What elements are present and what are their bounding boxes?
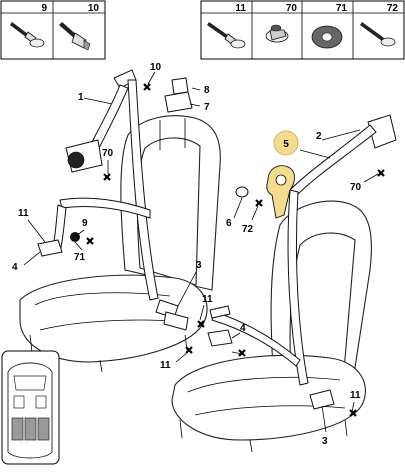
vehicle-seat-legend: [1, 350, 60, 465]
callout-3-right: 3: [322, 436, 328, 447]
fastener-markers: [86, 83, 385, 417]
fastener-label-70: 70: [286, 3, 298, 14]
callout-11-right: 11: [350, 390, 361, 401]
fastener-box-right: 11 70 71 72: [200, 0, 405, 60]
callout-11-left: 11: [18, 208, 29, 219]
callout-70-left: 70: [102, 148, 114, 159]
callout-2: 2: [316, 131, 322, 142]
callout-4-right: 4: [240, 323, 246, 334]
callout-7: 7: [204, 102, 210, 113]
left-belt-assembly: [37, 69, 189, 331]
callout-72: 72: [242, 224, 254, 235]
callout-11-lower: 11: [160, 360, 171, 371]
highlighted-part-5: [266, 165, 295, 219]
callout-11-mid: 11: [202, 294, 213, 305]
flanged-nut-icon: [265, 24, 289, 43]
right-belt-assembly: [207, 114, 397, 410]
bolt-icon: [10, 22, 45, 48]
fastener-label-9: 9: [41, 3, 47, 14]
cover-part-7: [164, 91, 193, 113]
callout-10: 10: [150, 62, 162, 73]
callout-71: 71: [74, 252, 86, 263]
callout-5-badge: 5: [273, 130, 299, 156]
fastener-label-10: 10: [88, 3, 100, 14]
leader-lines: [23, 71, 379, 433]
callout-6: 6: [226, 218, 232, 229]
fastener-label-72: 72: [387, 3, 399, 14]
fastener-box-left: 9 10: [0, 0, 106, 60]
cap-part-8: [171, 77, 189, 95]
callout-8: 8: [204, 85, 210, 96]
fastener-label-71: 71: [336, 3, 348, 14]
screw-icon: [360, 22, 396, 47]
callout-9: 9: [82, 218, 88, 229]
callout-70-right: 70: [350, 182, 362, 193]
cap-part-6: [235, 186, 249, 198]
callout-1: 1: [78, 92, 84, 103]
hex-bolt-icon: [59, 22, 91, 51]
callout-4-left: 4: [12, 262, 18, 273]
bolt-icon: [207, 22, 246, 49]
callout-labels: 1 10 8 7 70 11 9 71 4 3 11 11 5 2 70 6 7…: [12, 62, 362, 447]
fastener-label-11: 11: [235, 3, 246, 14]
left-seat: [19, 115, 221, 373]
callout-5: 5: [283, 139, 289, 150]
washer-icon: [311, 25, 343, 49]
callout-3-left: 3: [196, 260, 202, 271]
